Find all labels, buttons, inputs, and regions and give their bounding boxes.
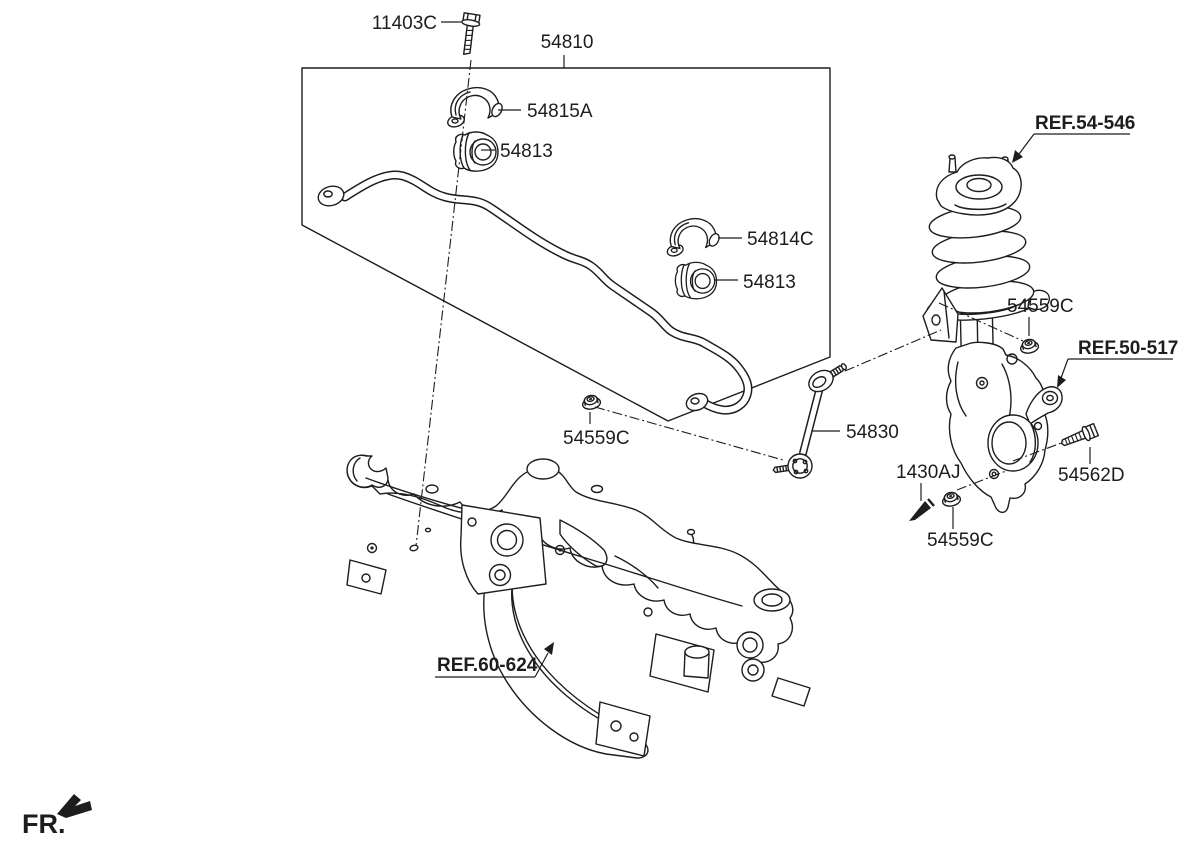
label-nut-bottom: 54559C <box>927 530 994 551</box>
label-bolt-knuckle: 54562D <box>1058 465 1125 486</box>
stabilizer-link <box>772 363 847 479</box>
label-ref-subframe: REF.60-624 <box>437 655 538 676</box>
stabilizer-bar <box>317 175 748 414</box>
label-link: 54830 <box>846 422 899 443</box>
steering-knuckle <box>945 341 1063 514</box>
label-nut-top: 54559C <box>1007 296 1074 317</box>
assembly-centerlines <box>415 59 1065 547</box>
label-bolt-top: 11403C <box>372 13 437 34</box>
label-pin: 1430AJ <box>896 462 960 483</box>
label-fr: FR. <box>22 809 66 839</box>
label-right-bushing: 54813 <box>743 272 796 293</box>
fr-direction-marker: FR. <box>22 794 92 839</box>
strut-assembly <box>922 154 1050 429</box>
label-assembly: 54810 <box>541 32 594 53</box>
label-nut-mid: 54559C <box>563 428 630 449</box>
dowel-pin-icon <box>909 498 935 521</box>
fr-arrow-icon <box>57 794 92 818</box>
right-bushing <box>674 261 718 300</box>
label-upper-bushing: 54813 <box>500 141 553 162</box>
leader-lines <box>441 21 1091 529</box>
ref-knuckle-arrow <box>1057 358 1173 388</box>
flange-nut-bottom <box>940 490 963 509</box>
mounting-bolt-icon <box>461 12 481 55</box>
label-right-bracket: 54814C <box>747 229 814 250</box>
ref-strut-arrow <box>1012 133 1130 163</box>
label-upper-bracket: 54815A <box>527 101 593 122</box>
ref-subframe-arrow <box>435 642 554 678</box>
knuckle-bolt-icon <box>1060 422 1100 447</box>
upper-bracket <box>445 86 505 130</box>
label-ref-knuckle: REF.50-517 <box>1078 338 1178 359</box>
subframe-crossmember <box>346 454 811 759</box>
right-bracket <box>665 217 722 259</box>
label-ref-strut: REF.54-546 <box>1035 113 1135 134</box>
